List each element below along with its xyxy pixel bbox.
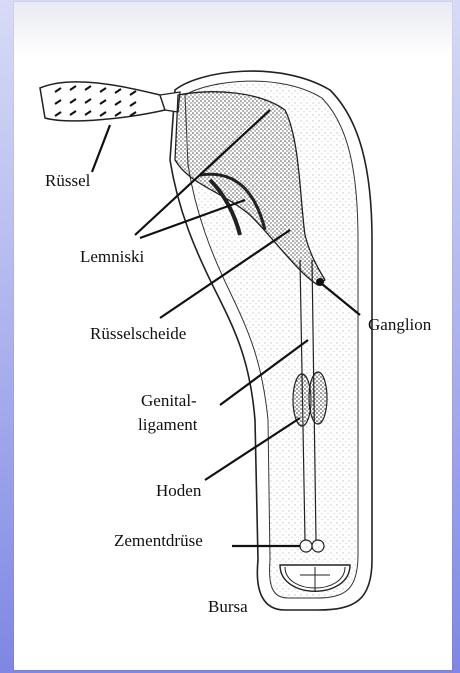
- label-genital-line2: ligament: [138, 415, 198, 434]
- label-zementdruese: Zementdrüse: [114, 531, 203, 550]
- leader-ruessel: [92, 125, 110, 172]
- label-genital-line1: Genital-: [141, 391, 197, 410]
- label-ruessel: Rüssel: [45, 171, 91, 190]
- label-lemniski: Lemniski: [80, 247, 144, 266]
- label-hoden: Hoden: [156, 481, 202, 500]
- proboscis: [40, 82, 180, 121]
- label-ruesselscheide: Rüsselscheide: [90, 324, 186, 343]
- label-ganglion: Ganglion: [368, 315, 432, 334]
- label-bursa: Bursa: [208, 597, 248, 616]
